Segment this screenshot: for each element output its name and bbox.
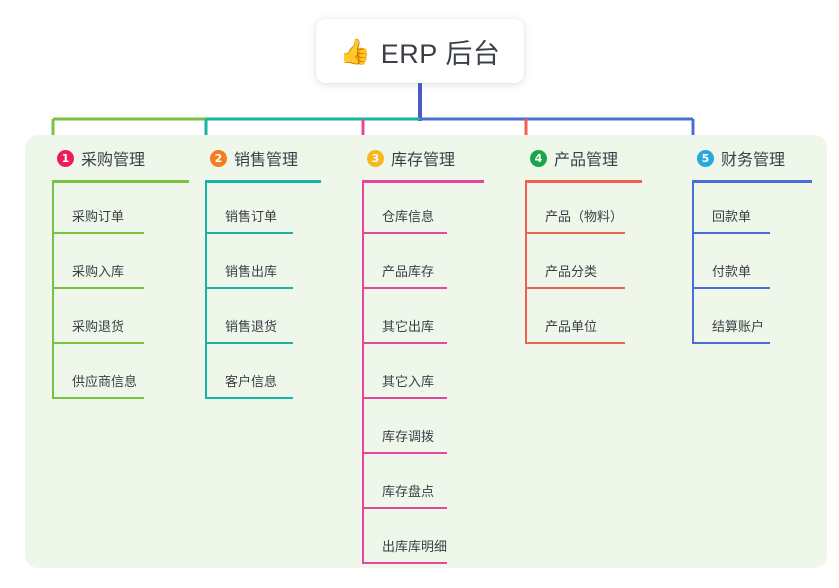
column-header-4[interactable]: 4 产品管理 bbox=[517, 145, 618, 171]
leaf-item-rule bbox=[205, 232, 293, 234]
column-4: 4 产品管理产品（物料） 产品分类产品单位 bbox=[517, 145, 642, 344]
leaf-item-rule bbox=[205, 342, 293, 344]
leaf-item-rule bbox=[362, 287, 447, 289]
leaf-item-rule bbox=[362, 562, 447, 564]
leaf-item-rule bbox=[692, 342, 770, 344]
column-spine bbox=[525, 181, 527, 344]
leaf-item-rule bbox=[692, 287, 770, 289]
column-number-badge: 5 bbox=[697, 149, 714, 167]
column-spine bbox=[362, 181, 364, 564]
column-header-label: 销售管理 bbox=[234, 152, 299, 169]
column-spine bbox=[52, 181, 54, 399]
column-5: 5 财务管理回款单付款单结算账户 bbox=[684, 145, 812, 344]
column-header-label: 产品管理 bbox=[554, 152, 619, 169]
column-header-rule bbox=[205, 180, 321, 183]
leaf-item-label: 付款单 bbox=[712, 264, 752, 279]
leaf-item-label: 采购入库 bbox=[72, 264, 125, 279]
leaf-item-label: 采购订单 bbox=[72, 209, 125, 224]
leaf-item-label: 销售出库 bbox=[225, 264, 278, 279]
leaf-item-rule bbox=[52, 342, 144, 344]
leaf-item-rule bbox=[205, 287, 293, 289]
column-header-rule bbox=[692, 180, 812, 183]
leaf-item-rule bbox=[362, 397, 447, 399]
column-number-badge: 4 bbox=[530, 149, 547, 167]
column-header-rule bbox=[52, 180, 189, 183]
root-node[interactable]: 👍 ERP 后台 bbox=[316, 19, 524, 83]
leaf-item-rule bbox=[525, 342, 625, 344]
leaf-item-label: 产品（物料） bbox=[545, 209, 624, 224]
leaf-item-rule bbox=[205, 397, 293, 399]
column-header-rule bbox=[362, 180, 484, 183]
column-header-label: 财务管理 bbox=[721, 152, 786, 169]
leaf-item-label: 采购退货 bbox=[72, 319, 125, 334]
column-2: 2 销售管理销售订单销售出库销售退货客户信息 bbox=[197, 145, 321, 399]
leaf-item-rule bbox=[362, 342, 447, 344]
column-1: 1 采购管理采购订单采购入库采购退货供应商信息 bbox=[44, 145, 189, 399]
column-header-label: 采购管理 bbox=[81, 152, 146, 169]
column-header-5[interactable]: 5 财务管理 bbox=[684, 145, 785, 171]
column-header-rule bbox=[525, 180, 642, 183]
leaf-item-label: 库存盘点 bbox=[382, 484, 435, 499]
leaf-item-label: 仓库信息 bbox=[382, 209, 435, 224]
column-number-badge: 3 bbox=[367, 149, 384, 167]
column-header-1[interactable]: 1 采购管理 bbox=[44, 145, 145, 171]
leaf-item-label: 出库库明细 bbox=[382, 539, 448, 554]
column-3: 3 库存管理仓库信息产品库存其它出库其它入库库存调拨库存盘点出库库明细 bbox=[354, 145, 484, 564]
column-number-badge: 2 bbox=[210, 149, 227, 167]
leaf-item-label: 销售退货 bbox=[225, 319, 278, 334]
leaf-item-label: 销售订单 bbox=[225, 209, 278, 224]
leaf-item-rule bbox=[52, 287, 144, 289]
leaf-item-rule bbox=[362, 507, 447, 509]
thumbs-up-icon: 👍 bbox=[339, 36, 371, 66]
leaf-item-rule bbox=[362, 452, 447, 454]
leaf-item-label: 供应商信息 bbox=[72, 374, 138, 389]
leaf-item-label: 客户信息 bbox=[225, 374, 278, 389]
column-number-badge: 1 bbox=[57, 149, 74, 167]
column-header-2[interactable]: 2 销售管理 bbox=[197, 145, 298, 171]
leaf-item-label: 回款单 bbox=[712, 209, 752, 224]
root-title: ERP 后台 bbox=[380, 38, 501, 69]
column-spine bbox=[692, 181, 694, 344]
leaf-item-label: 结算账户 bbox=[712, 319, 765, 334]
leaf-item-rule bbox=[525, 287, 625, 289]
leaf-item-rule bbox=[362, 232, 447, 234]
leaf-item-label: 产品单位 bbox=[545, 319, 598, 334]
leaf-item-label: 产品分类 bbox=[545, 264, 598, 279]
column-header-3[interactable]: 3 库存管理 bbox=[354, 145, 455, 171]
leaf-item-rule bbox=[52, 232, 144, 234]
leaf-item-label: 产品库存 bbox=[382, 264, 435, 279]
column-spine bbox=[205, 181, 207, 399]
diagram-panel bbox=[25, 135, 827, 568]
leaf-item-label: 其它出库 bbox=[382, 319, 435, 334]
leaf-item-rule bbox=[525, 232, 625, 234]
leaf-item-rule bbox=[52, 397, 144, 399]
leaf-item-rule bbox=[692, 232, 770, 234]
leaf-item-label: 库存调拨 bbox=[382, 429, 435, 444]
leaf-item-label: 其它入库 bbox=[382, 374, 435, 389]
column-header-label: 库存管理 bbox=[391, 152, 456, 169]
